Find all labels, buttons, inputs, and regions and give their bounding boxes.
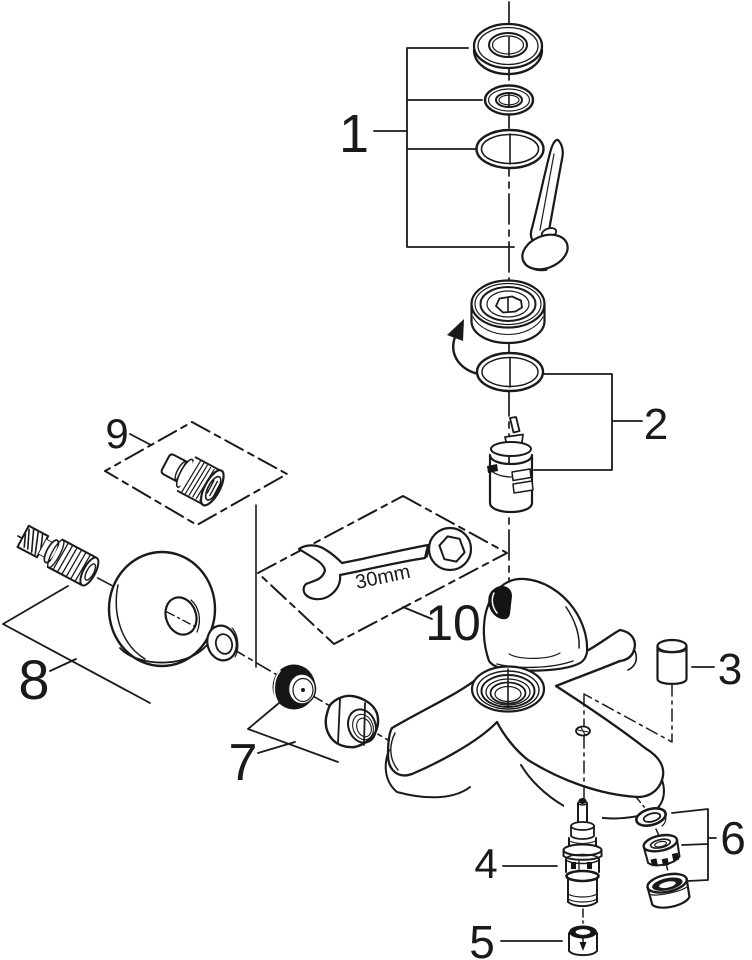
unscrew-direction-arrow	[447, 319, 480, 376]
callout-6-label: 6	[720, 812, 746, 864]
part-3-cover-plug	[656, 638, 688, 685]
part-10-service-wrench	[297, 526, 473, 601]
part-4-diverter-spindle	[562, 798, 603, 908]
part-6-flow-insert	[642, 833, 681, 867]
part-1-cap-ring	[472, 22, 544, 76]
callout-8-label: 8	[18, 648, 49, 711]
centerline-hole-segments	[507, 36, 511, 388]
callout-4-label: 4	[474, 840, 497, 887]
callout-3-label: 3	[718, 645, 742, 694]
part-1-lever-handle	[521, 138, 569, 272]
part-5-check-valve	[568, 925, 598, 957]
callout-1-label: 1	[339, 104, 369, 164]
callout-5-label: 5	[469, 916, 495, 960]
callout-6-bracket	[671, 808, 717, 882]
part-8-union-nipple	[16, 524, 100, 587]
part3-leader-line	[583, 683, 673, 799]
callout-9-label: 9	[105, 410, 128, 457]
faucet-body-dome	[482, 577, 589, 672]
part-6-aerator-shell	[646, 872, 692, 909]
part-7-nut	[324, 694, 380, 749]
callout-10-line	[402, 606, 433, 620]
callout-9-line	[129, 433, 152, 446]
part-8-washer	[206, 624, 239, 662]
part-9-adapter-fitting	[156, 446, 225, 507]
callout-1-bracket	[373, 47, 515, 248]
part-8-escutcheon	[107, 550, 217, 668]
callout-10-label: 10	[425, 595, 481, 651]
body-screw-hole	[575, 725, 591, 737]
callout-7-label: 7	[229, 734, 258, 792]
callout-7-bracket	[247, 697, 339, 763]
part-7-plug	[272, 664, 317, 710]
part-6-washer	[635, 807, 667, 827]
part-9-diamond	[104, 421, 288, 526]
part-2-cartridge	[487, 416, 534, 514]
callout-2-label: 2	[644, 400, 668, 449]
callout-8-bracket	[2, 585, 151, 704]
callout-2-bracket	[533, 373, 643, 471]
